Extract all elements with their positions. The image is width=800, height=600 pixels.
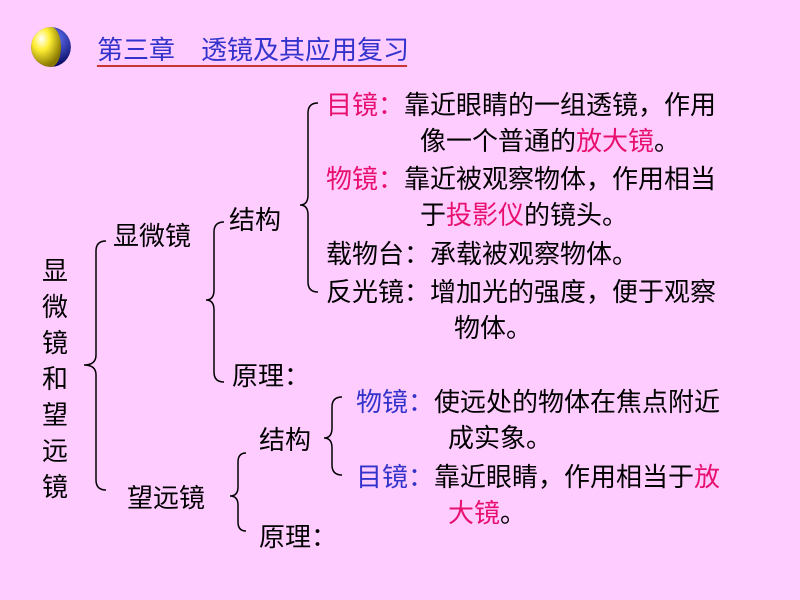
microscope-bracket — [205, 221, 225, 383]
page-title: 第三章 透镜及其应用复习 — [97, 36, 410, 66]
telescope-objective-line2: 成实象。 — [448, 424, 553, 454]
telescope-structure-bracket — [323, 396, 343, 476]
microscope-eyepiece-line2: 像一个普通的放大镜。 — [420, 124, 680, 160]
microscope-mirror-line1: 反光镜：增加光的强度，便于观察 — [326, 278, 717, 308]
title-underline — [97, 65, 407, 67]
telescope-structure-label: 结构 — [259, 426, 312, 456]
microscope-objective-desc1: 靠近被观察物体，作用相当 — [404, 165, 717, 195]
microscope-objective-highlight: 投影仪 — [446, 201, 525, 231]
telescope-label: 望远镜 — [127, 484, 206, 514]
telescope-eyepiece-name: 目镜： — [356, 463, 435, 493]
telescope-eyepiece-highlight2: 大镜 — [448, 499, 501, 529]
telescope-eyepiece-line1: 目镜：靠近眼睛，作用相当于放 — [356, 460, 720, 496]
microscope-eyepiece-name: 目镜： — [326, 91, 405, 121]
telescope-eyepiece-line2: 大镜。 — [448, 496, 526, 532]
telescope-objective-desc1: 使远处的物体在焦点附近 — [434, 388, 721, 418]
microscope-eyepiece-desc2: 像一个普通的 — [420, 127, 577, 157]
telescope-objective-name: 物镜： — [356, 388, 435, 418]
telescope-bracket — [229, 452, 247, 532]
telescope-eyepiece-highlight1: 放 — [694, 463, 721, 493]
microscope-objective-name: 物镜： — [326, 165, 405, 195]
microscope-objective-desc2: 于 — [420, 201, 447, 231]
microscope-eyepiece-highlight: 放大镜 — [576, 127, 655, 157]
microscope-objective-line2: 于投影仪的镜头。 — [420, 198, 628, 234]
root-bracket — [83, 240, 107, 491]
root-label: 显微镜和望远镜 — [41, 257, 68, 503]
microscope-objective-desc2-end: 的镜头。 — [524, 201, 629, 231]
telescope-objective-line1: 物镜：使远处的物体在焦点附近 — [356, 385, 720, 421]
microscope-objective-line1: 物镜：靠近被观察物体，作用相当 — [326, 162, 716, 198]
microscope-eyepiece-line1: 目镜：靠近眼睛的一组透镜，作用 — [326, 88, 716, 124]
microscope-label: 显微镜 — [113, 222, 192, 252]
microscope-structure-bracket — [299, 102, 319, 293]
microscope-eyepiece-desc1: 靠近眼睛的一组透镜，作用 — [404, 91, 717, 121]
microscope-stage: 载物台：承载被观察物体。 — [326, 240, 639, 270]
microscope-principle-label: 原理： — [232, 362, 311, 392]
microscope-mirror-line2: 物体。 — [454, 314, 533, 344]
telescope-eyepiece-desc2-end: 。 — [500, 499, 527, 529]
telescope-principle-label: 原理： — [259, 523, 338, 553]
microscope-eyepiece-desc2-end: 。 — [654, 127, 681, 157]
telescope-eyepiece-desc1: 靠近眼睛，作用相当于 — [434, 463, 695, 493]
microscope-structure-label: 结构 — [229, 206, 282, 236]
globe-icon — [31, 27, 71, 67]
